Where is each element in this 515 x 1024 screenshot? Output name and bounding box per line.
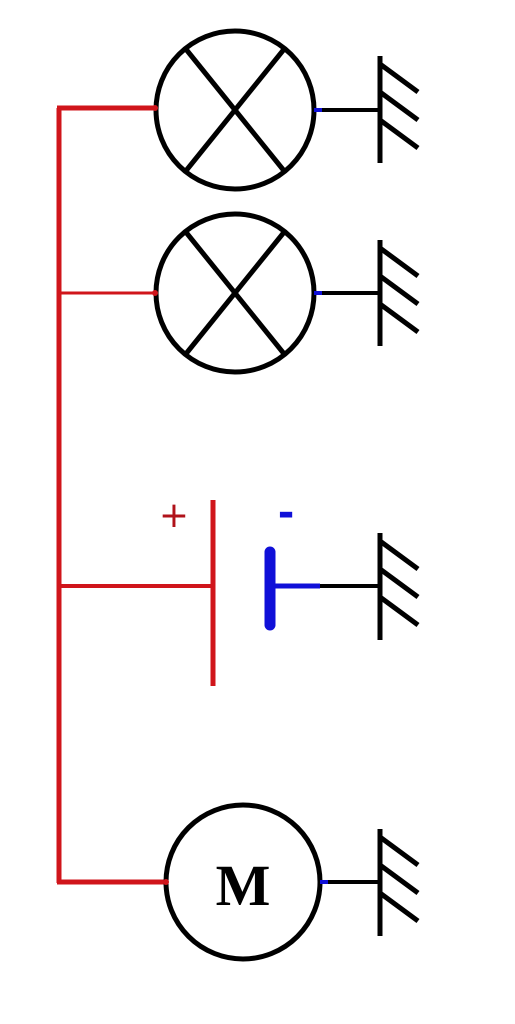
battery: + -: [159, 490, 420, 686]
battery-positive-label: +: [159, 495, 189, 536]
motor-icon: M: [163, 802, 323, 962]
terminal-dot: [152, 105, 158, 111]
ground-icon: [377, 829, 420, 936]
lamp-1: [153, 28, 420, 192]
ground-icon: [377, 56, 420, 163]
motor: M: [163, 802, 420, 962]
battery-negative-label: -: [278, 490, 295, 536]
lamp-icon: [153, 28, 317, 192]
lamp-2: [153, 211, 420, 375]
ground-icon: [377, 240, 420, 346]
lamp-icon: [153, 211, 317, 375]
terminal-dot: [163, 879, 169, 885]
terminal-dot: [152, 290, 158, 296]
positive-bus: [56, 105, 213, 885]
battery-icon: [210, 500, 276, 686]
motor-label: M: [216, 853, 271, 918]
ground-icon: [377, 533, 420, 640]
